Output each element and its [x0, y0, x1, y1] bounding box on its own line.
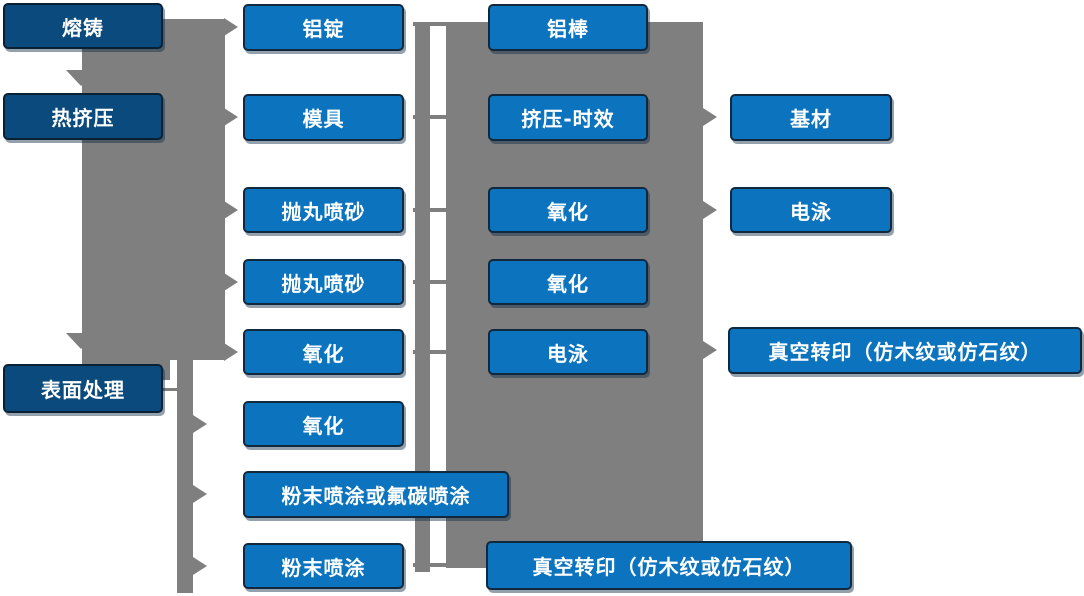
node-mold: 模具 [243, 94, 404, 141]
node-powder-or-fluorocarbon-coating: 粉末喷涂或氟碳喷涂 [243, 471, 509, 518]
node-aluminum-ingot: 铝锭 [243, 4, 404, 51]
node-oxidation-4: 氧化 [488, 259, 648, 305]
arrow-right-icon [224, 18, 238, 36]
connector-rail-surface [177, 355, 193, 593]
node-oxidation-3: 氧化 [488, 187, 648, 233]
connector-rail-middle [415, 22, 430, 572]
arrow-down-icon [66, 333, 96, 349]
node-base-material: 基材 [730, 94, 892, 141]
node-vacuum-transfer-right: 真空转印（仿木纹或仿石纹） [728, 327, 1082, 374]
arrow-down-icon [66, 70, 96, 86]
connector-tick [413, 115, 450, 119]
node-oxidation-2: 氧化 [243, 401, 404, 447]
node-shot-blasting-2: 抛丸喷砂 [243, 259, 404, 305]
node-vacuum-transfer-bottom: 真空转印（仿木纹或仿石纹） [486, 541, 852, 590]
arrow-right-icon [703, 201, 717, 219]
node-powder-coating: 粉末喷涂 [243, 543, 404, 589]
arrow-right-icon [703, 108, 717, 126]
node-aluminum-rod: 铝棒 [488, 4, 648, 51]
connector-link-surface [163, 388, 179, 391]
node-extrusion-aging: 挤压-时效 [488, 94, 648, 141]
arrow-right-icon [193, 485, 207, 503]
node-hot-extrusion: 热挤压 [3, 93, 163, 140]
node-oxidation-1: 氧化 [243, 329, 404, 375]
node-shot-blasting-1: 抛丸喷砂 [243, 187, 404, 233]
arrow-right-icon [224, 201, 238, 219]
node-surface-treatment: 表面处理 [3, 364, 163, 413]
arrow-right-icon [703, 341, 717, 359]
connector-tick [413, 22, 450, 26]
arrow-right-icon [193, 415, 207, 433]
connector-block-left [82, 19, 225, 360]
connector-tick [413, 280, 450, 284]
connector-tick [413, 208, 450, 212]
arrow-right-icon [193, 557, 207, 575]
node-electrophoresis-2: 电泳 [730, 187, 892, 233]
arrow-right-icon [224, 108, 238, 126]
connector-tick [413, 563, 450, 567]
connector-tick [413, 350, 450, 354]
arrow-right-icon [224, 343, 238, 361]
node-melting-casting: 熔铸 [3, 3, 163, 49]
node-electrophoresis-1: 电泳 [488, 329, 648, 375]
arrow-right-icon [224, 273, 238, 291]
